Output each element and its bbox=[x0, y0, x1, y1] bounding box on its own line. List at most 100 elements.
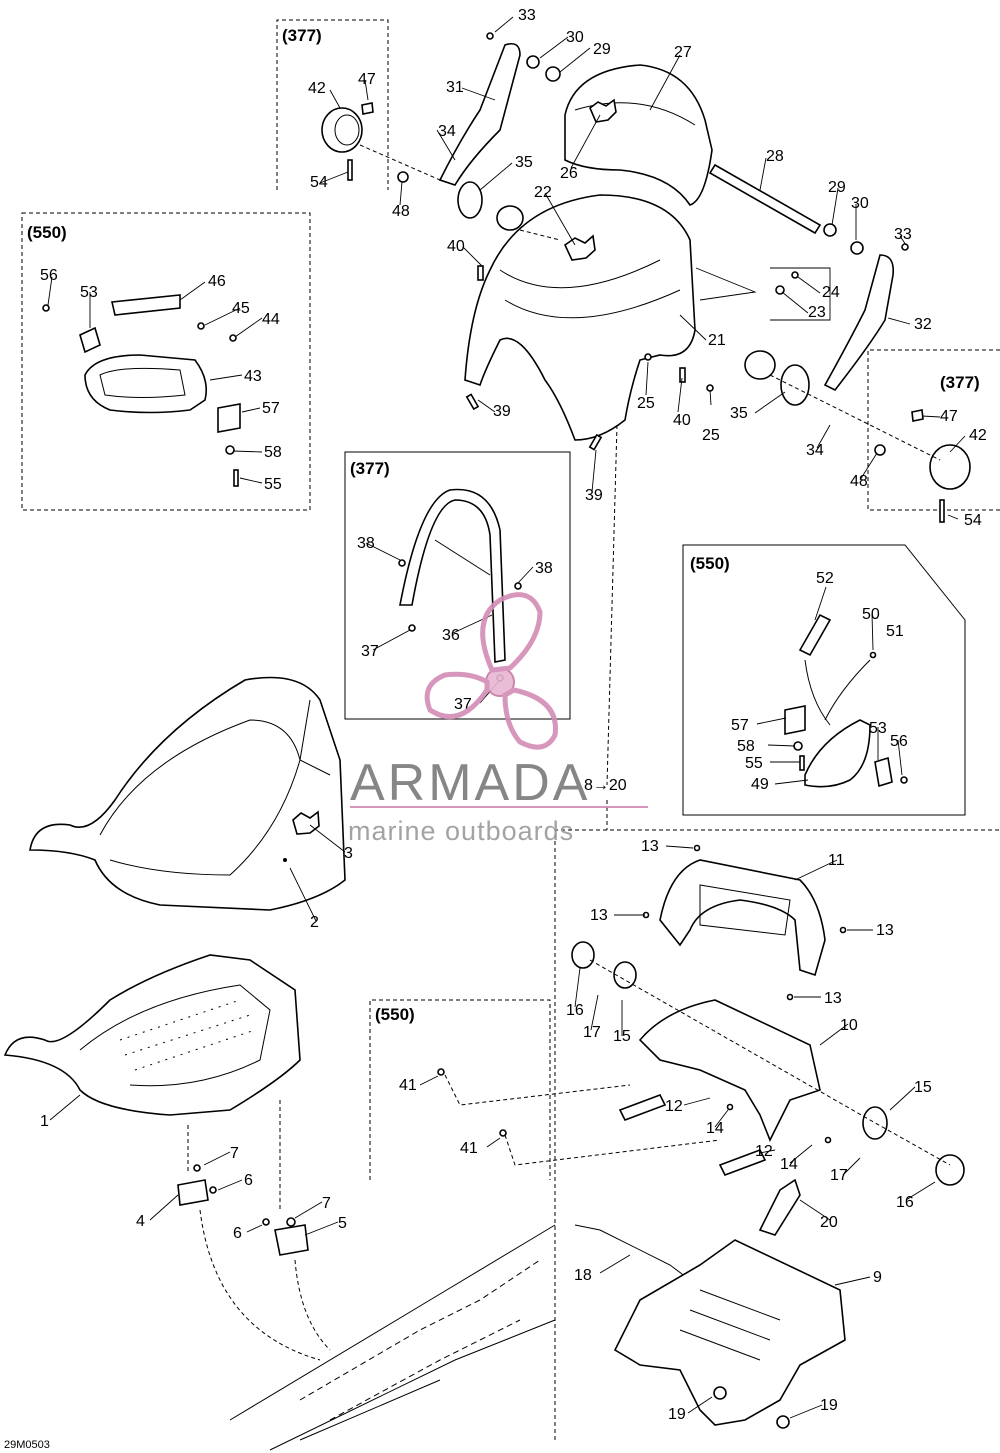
callout-13: 13 bbox=[824, 990, 842, 1007]
box-label-377-right: (377) bbox=[940, 373, 980, 392]
callout-6: 6 bbox=[244, 1172, 253, 1189]
callout-38: 38 bbox=[357, 535, 375, 552]
backrest-assembly bbox=[321, 32, 971, 523]
box-label-377-mid: (377) bbox=[350, 459, 390, 478]
callout-7: 7 bbox=[230, 1145, 239, 1162]
box-550-right bbox=[682, 544, 966, 816]
callout-2: 2 bbox=[310, 914, 319, 931]
screw-41a bbox=[437, 1068, 445, 1076]
arm-31 bbox=[438, 42, 521, 186]
reference-code: 29M0503 bbox=[4, 1439, 50, 1451]
box-377-right bbox=[867, 349, 1000, 511]
callout-14: 14 bbox=[706, 1120, 724, 1137]
box-labels: (377) (550) (377) (377) (550) (550) bbox=[27, 26, 980, 1024]
hinge-35b bbox=[780, 364, 810, 406]
callout-25: 25 bbox=[637, 395, 655, 412]
callout-39: 39 bbox=[493, 403, 511, 420]
seat-base-grid bbox=[119, 999, 256, 1071]
callout-40: 40 bbox=[447, 238, 465, 255]
callout-54: 54 bbox=[964, 512, 982, 529]
screw-54b bbox=[939, 499, 945, 523]
callout-54: 54 bbox=[310, 174, 328, 191]
screw-13a bbox=[693, 844, 701, 852]
watermark: ARMADA marine outboards bbox=[348, 592, 648, 846]
callout-13: 13 bbox=[641, 838, 659, 855]
screw-14b bbox=[824, 1136, 832, 1144]
callout-1: 1 bbox=[40, 1113, 49, 1130]
seat-point-2 bbox=[283, 858, 287, 862]
screw-54 bbox=[347, 159, 353, 181]
bracket-57b bbox=[784, 705, 806, 735]
callout-41: 41 bbox=[399, 1077, 417, 1094]
callout-4: 4 bbox=[136, 1213, 145, 1230]
frame-bar-12a bbox=[618, 1093, 667, 1122]
grip-46 bbox=[111, 294, 181, 316]
backrest-cushion-edge bbox=[574, 102, 696, 126]
frame-cover-11-inner bbox=[699, 884, 791, 936]
callout-28: 28 bbox=[766, 148, 784, 165]
leader-lines bbox=[47, 16, 966, 1419]
screw-13c bbox=[839, 926, 847, 934]
hinge-35 bbox=[457, 181, 483, 219]
foot-19a bbox=[713, 1386, 727, 1400]
washer-29 bbox=[545, 66, 561, 82]
bracket-5 bbox=[274, 1224, 309, 1256]
foot-19b bbox=[776, 1415, 790, 1429]
frame-cover-11 bbox=[659, 859, 826, 977]
nut-7b bbox=[286, 1217, 296, 1227]
pin-40 bbox=[477, 265, 484, 281]
callout-22: 22 bbox=[534, 184, 552, 201]
pin-40b bbox=[679, 367, 686, 383]
callout-35: 35 bbox=[515, 154, 533, 171]
callout-41: 41 bbox=[460, 1140, 478, 1157]
callout-27: 27 bbox=[674, 44, 692, 61]
grab-handle-377 bbox=[398, 488, 522, 682]
assembly-arrows bbox=[187, 1100, 331, 1361]
screw-38a bbox=[398, 559, 406, 567]
callout-15: 15 bbox=[914, 1079, 932, 1096]
callout-30: 30 bbox=[851, 195, 869, 212]
nut-48b bbox=[874, 444, 886, 456]
callout-12: 12 bbox=[665, 1098, 683, 1115]
callout-58: 58 bbox=[264, 444, 282, 461]
box-377-top bbox=[276, 19, 389, 190]
watermark-tagline: marine outboards bbox=[348, 816, 574, 846]
callout-16: 16 bbox=[896, 1194, 914, 1211]
seat-assembly bbox=[29, 676, 346, 911]
callout-53: 53 bbox=[869, 720, 887, 737]
callout-39: 39 bbox=[585, 487, 603, 504]
washer-58b bbox=[793, 741, 803, 751]
callout-36: 36 bbox=[442, 627, 460, 644]
box-label-550-right: (550) bbox=[690, 554, 730, 573]
nut-37a bbox=[408, 624, 416, 632]
callout-47: 47 bbox=[940, 408, 958, 425]
propeller-logo bbox=[424, 592, 558, 750]
callout-46: 46 bbox=[208, 273, 226, 290]
knob-42-face bbox=[334, 114, 360, 146]
callout-21: 21 bbox=[708, 332, 726, 349]
callout-30: 30 bbox=[566, 29, 584, 46]
screw-14a bbox=[726, 1103, 734, 1111]
cap-53b bbox=[874, 756, 893, 788]
callout-13: 13 bbox=[876, 922, 894, 939]
callout-55: 55 bbox=[745, 755, 763, 772]
callout-12: 12 bbox=[755, 1143, 773, 1160]
screw-38b bbox=[514, 582, 522, 590]
callout-10: 10 bbox=[840, 1017, 858, 1034]
callout-48: 48 bbox=[850, 473, 868, 490]
callout-35: 35 bbox=[730, 405, 748, 422]
screw-56b bbox=[900, 776, 908, 784]
box-label-550-left: (550) bbox=[27, 223, 67, 242]
callout-48: 48 bbox=[392, 203, 410, 220]
watermark-brand: ARMADA bbox=[350, 754, 590, 812]
backrest-top-seam bbox=[499, 259, 661, 289]
box-550-left bbox=[21, 212, 311, 511]
pin-39b bbox=[588, 433, 603, 451]
backrest-lower-seam bbox=[504, 289, 681, 319]
callout-31: 31 bbox=[446, 79, 464, 96]
shaft-28 bbox=[708, 163, 822, 235]
handle-36 bbox=[399, 488, 506, 663]
backrest-cushion bbox=[564, 64, 713, 206]
option-boxes bbox=[21, 19, 1000, 1440]
